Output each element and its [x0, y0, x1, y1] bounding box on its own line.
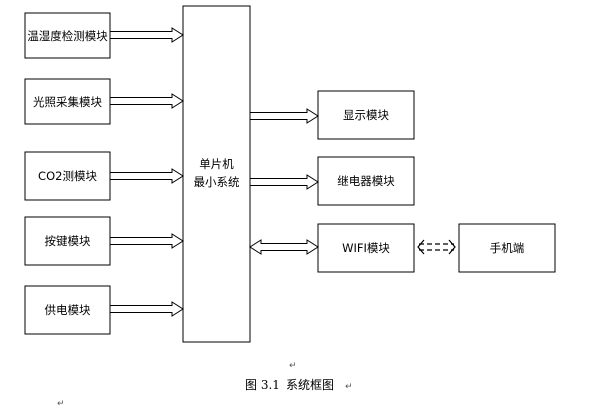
- paragraph-mark: ↵: [289, 361, 297, 371]
- phone-label: 手机端: [490, 241, 525, 255]
- figure-caption-title: 系统框图: [286, 378, 334, 392]
- paragraph-mark: ↵: [57, 399, 65, 409]
- arrow-mcu-wifi-bidirectional: [249, 239, 319, 255]
- relay-box: [317, 156, 415, 206]
- co2-box: [24, 151, 111, 201]
- mcu-label-line1: 单片机: [199, 157, 234, 171]
- paragraph-mark: ↵: [345, 382, 353, 392]
- co2-label: CO2测模块: [38, 169, 97, 183]
- phone-box: [458, 223, 556, 273]
- mcu-label-line2: 最小系统: [194, 175, 240, 189]
- arrow-co2-to-mcu: [109, 168, 184, 184]
- power-label: 供电模块: [45, 303, 91, 317]
- wifi-box: [317, 223, 415, 273]
- arrow-light-to-mcu: [109, 93, 184, 109]
- figure-caption-number: 图 3.1: [245, 378, 280, 392]
- arrow-keys-to-mcu: [109, 233, 184, 249]
- wireless-link-wifi-phone: [417, 239, 456, 255]
- light-label: 光照采集模块: [33, 95, 102, 109]
- arrow-mcu-to-relay: [249, 174, 319, 190]
- display-box: [317, 90, 415, 140]
- temp-humidity-box: [24, 12, 111, 59]
- arrow-mcu-to-display: [249, 108, 319, 124]
- temp-humidity-label: 温湿度检测模块: [27, 29, 108, 43]
- arrow-power-to-mcu: [109, 301, 184, 317]
- mcu-box: [182, 5, 251, 343]
- power-box: [24, 285, 111, 335]
- relay-label: 继电器模块: [337, 174, 395, 188]
- arrow-temp-to-mcu: [109, 27, 184, 43]
- wifi-label: WIFI模块: [342, 241, 390, 255]
- light-box: [24, 78, 111, 125]
- keys-label: 按键模块: [45, 234, 91, 248]
- display-label: 显示模块: [343, 108, 389, 122]
